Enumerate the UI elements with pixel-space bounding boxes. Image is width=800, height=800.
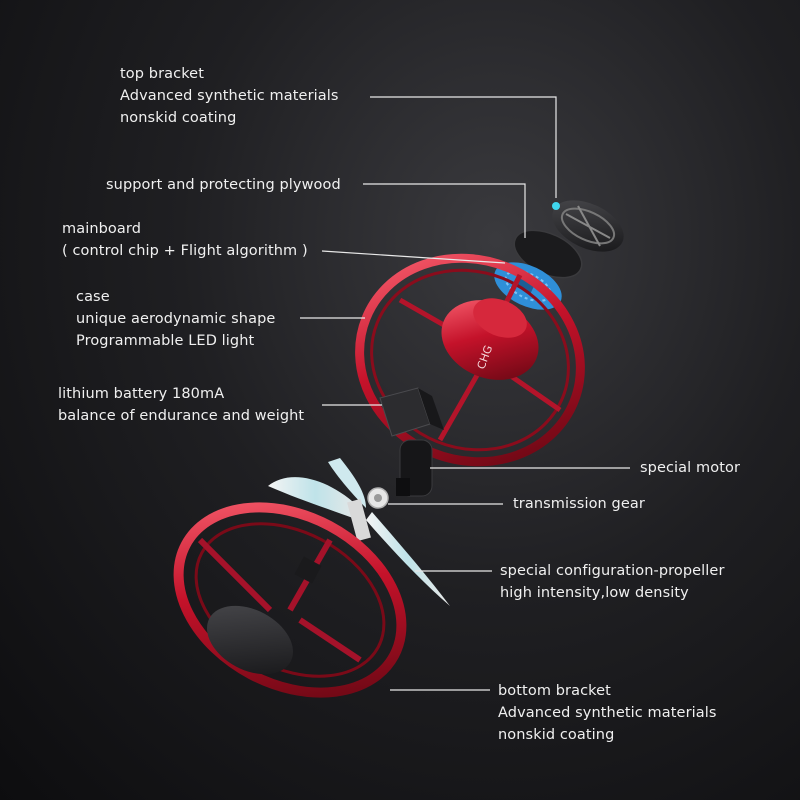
- label-propeller-line-1: special configuration-propeller: [500, 563, 725, 579]
- label-bottom-bracket-line-2: Advanced synthetic materials: [498, 705, 717, 721]
- top-bracket-part: [552, 200, 624, 252]
- led-indicator-icon: [552, 202, 560, 210]
- leader-line-plywood: [363, 183, 526, 238]
- label-case: case unique aerodynamic shape Programmab…: [76, 286, 275, 352]
- label-bottom-bracket: bottom bracket Advanced synthetic materi…: [498, 680, 717, 746]
- label-mainboard-line-2: ( control chip + Flight algorithm ): [62, 243, 308, 259]
- label-mainboard-line-1: mainboard: [62, 221, 142, 237]
- label-motor: special motor: [640, 457, 740, 479]
- label-case-line-1: case: [76, 289, 110, 305]
- leader-lines: [300, 96, 630, 691]
- motor-part: [396, 439, 433, 497]
- label-motor-line-1: special motor: [640, 460, 741, 476]
- label-bottom-bracket-line-3: nonskid coating: [498, 727, 615, 743]
- label-plywood: support and protecting plywood: [106, 174, 341, 196]
- battery-part: [379, 387, 444, 437]
- label-top-bracket-line-1: top bracket: [120, 66, 204, 82]
- label-bottom-bracket-line-1: bottom bracket: [498, 683, 611, 699]
- propeller-part: [268, 458, 450, 606]
- label-battery-line-2: balance of endurance and weight: [58, 408, 305, 424]
- label-case-line-3: Programmable LED light: [76, 333, 255, 349]
- label-battery-line-1: lithium battery 180mA: [58, 386, 225, 402]
- label-battery: lithium battery 180mA balance of enduran…: [58, 383, 304, 427]
- label-case-line-2: unique aerodynamic shape: [76, 311, 276, 327]
- label-plywood-line-1: support and protecting plywood: [106, 177, 341, 193]
- label-top-bracket: top bracket Advanced synthetic materials…: [120, 63, 339, 129]
- bottom-bracket-part: [173, 502, 407, 698]
- gear-part: [367, 487, 389, 509]
- case-part: CHG: [355, 253, 585, 467]
- label-propeller: special configuration-propeller high int…: [500, 560, 725, 604]
- label-propeller-line-2: high intensity,low density: [500, 585, 689, 601]
- label-mainboard: mainboard ( control chip + Flight algori…: [62, 218, 308, 262]
- leader-line-top-bracket: [370, 96, 557, 198]
- leader-line-mainboard: [321, 250, 506, 264]
- label-gear: transmission gear: [513, 493, 645, 515]
- label-top-bracket-line-2: Advanced synthetic materials: [120, 88, 339, 104]
- label-top-bracket-line-3: nonskid coating: [120, 110, 237, 126]
- label-gear-line-1: transmission gear: [513, 496, 645, 512]
